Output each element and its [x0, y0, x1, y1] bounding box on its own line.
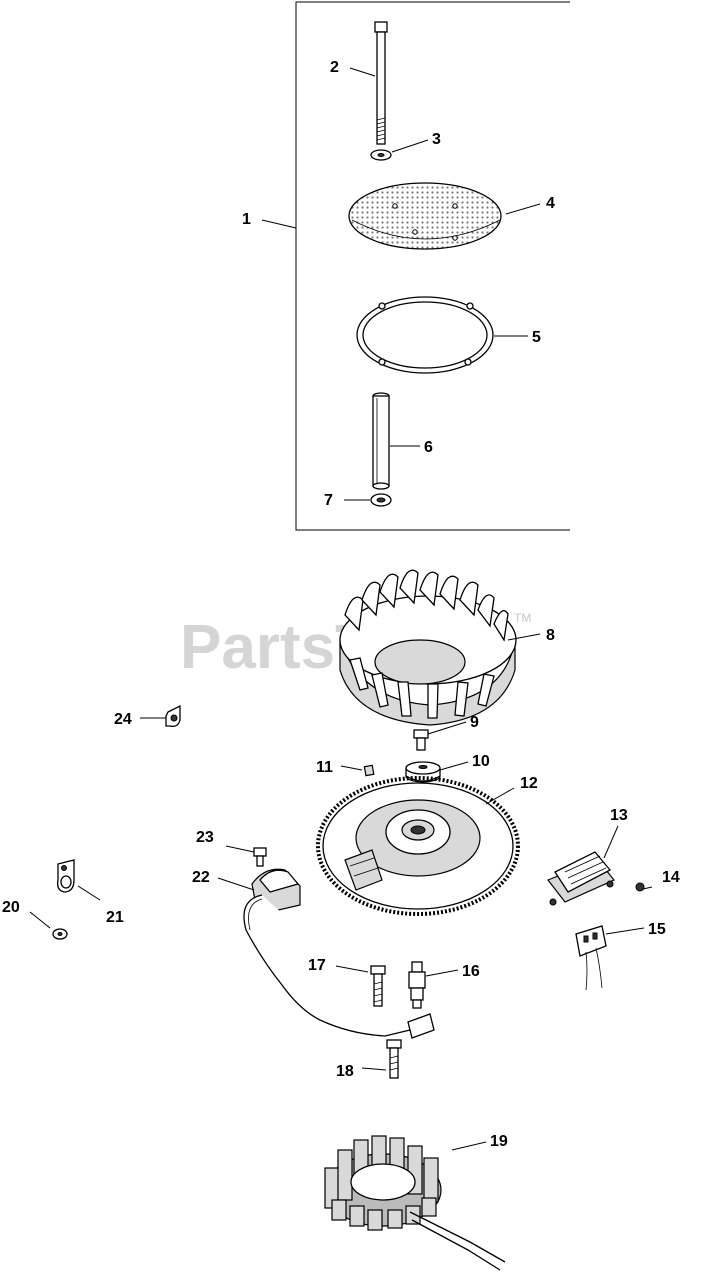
- callout-6[interactable]: 6: [424, 439, 433, 456]
- part-9-bolt[interactable]: [413, 729, 429, 751]
- callout-2[interactable]: 2: [330, 59, 339, 76]
- callout-23[interactable]: 23: [196, 829, 214, 846]
- part-19-stator[interactable]: [324, 1135, 506, 1271]
- part-22-ignition-module[interactable]: [243, 868, 435, 1039]
- callout-14[interactable]: 14: [662, 869, 680, 886]
- callout-1[interactable]: 1: [242, 211, 251, 228]
- part-13-rectifier[interactable]: [547, 851, 615, 906]
- part-10-spacer[interactable]: [405, 761, 441, 783]
- part-21-clamp[interactable]: [56, 859, 75, 893]
- callout-21[interactable]: 21: [106, 909, 124, 926]
- part-23-screw[interactable]: [253, 847, 267, 867]
- callout-15[interactable]: 15: [648, 921, 666, 938]
- part-6-tube[interactable]: [372, 392, 390, 490]
- part-7-washer[interactable]: [370, 493, 392, 507]
- part-8-fan[interactable]: [339, 569, 517, 726]
- part-5-ring[interactable]: [356, 296, 494, 374]
- callout-12[interactable]: 12: [520, 775, 538, 792]
- part-16-spark-plug[interactable]: [408, 961, 426, 1009]
- callout-20[interactable]: 20: [2, 899, 20, 916]
- part-11-key[interactable]: [363, 764, 375, 777]
- callout-4[interactable]: 4: [546, 195, 555, 212]
- callout-10[interactable]: 10: [472, 753, 490, 770]
- callout-16[interactable]: 16: [462, 963, 480, 980]
- callout-7[interactable]: 7: [324, 492, 333, 509]
- callout-3[interactable]: 3: [432, 131, 441, 148]
- callout-13[interactable]: 13: [610, 807, 628, 824]
- part-17-bolt[interactable]: [370, 965, 386, 1007]
- part-12-flywheel[interactable]: [316, 776, 520, 916]
- callout-18[interactable]: 18: [336, 1063, 354, 1080]
- callout-5[interactable]: 5: [532, 329, 541, 346]
- callout-24[interactable]: 24: [114, 711, 132, 728]
- part-4-screen[interactable]: [348, 182, 502, 250]
- part-15-connector[interactable]: [575, 925, 607, 991]
- callout-9[interactable]: 9: [470, 714, 479, 731]
- callout-19[interactable]: 19: [490, 1133, 508, 1150]
- leader-lines: [29, 67, 645, 1151]
- callout-17[interactable]: 17: [308, 957, 326, 974]
- part-14-screw[interactable]: [635, 882, 653, 892]
- part-3-washer[interactable]: [370, 149, 392, 161]
- callout-labels: 1 2 3 4 5 6 7 8 9 10 11 12 13 14 15 16 1…: [2, 59, 680, 1150]
- part-18-bolt[interactable]: [386, 1039, 402, 1079]
- part-20-washer[interactable]: [52, 928, 68, 940]
- callout-8[interactable]: 8: [546, 627, 555, 644]
- callout-11[interactable]: 11: [316, 759, 333, 776]
- part-2-bolt[interactable]: [374, 21, 388, 145]
- callout-22[interactable]: 22: [192, 869, 210, 886]
- part-24-clip[interactable]: [165, 704, 181, 728]
- svg-text:TM: TM: [514, 611, 531, 625]
- kit-bracket: [295, 1, 570, 531]
